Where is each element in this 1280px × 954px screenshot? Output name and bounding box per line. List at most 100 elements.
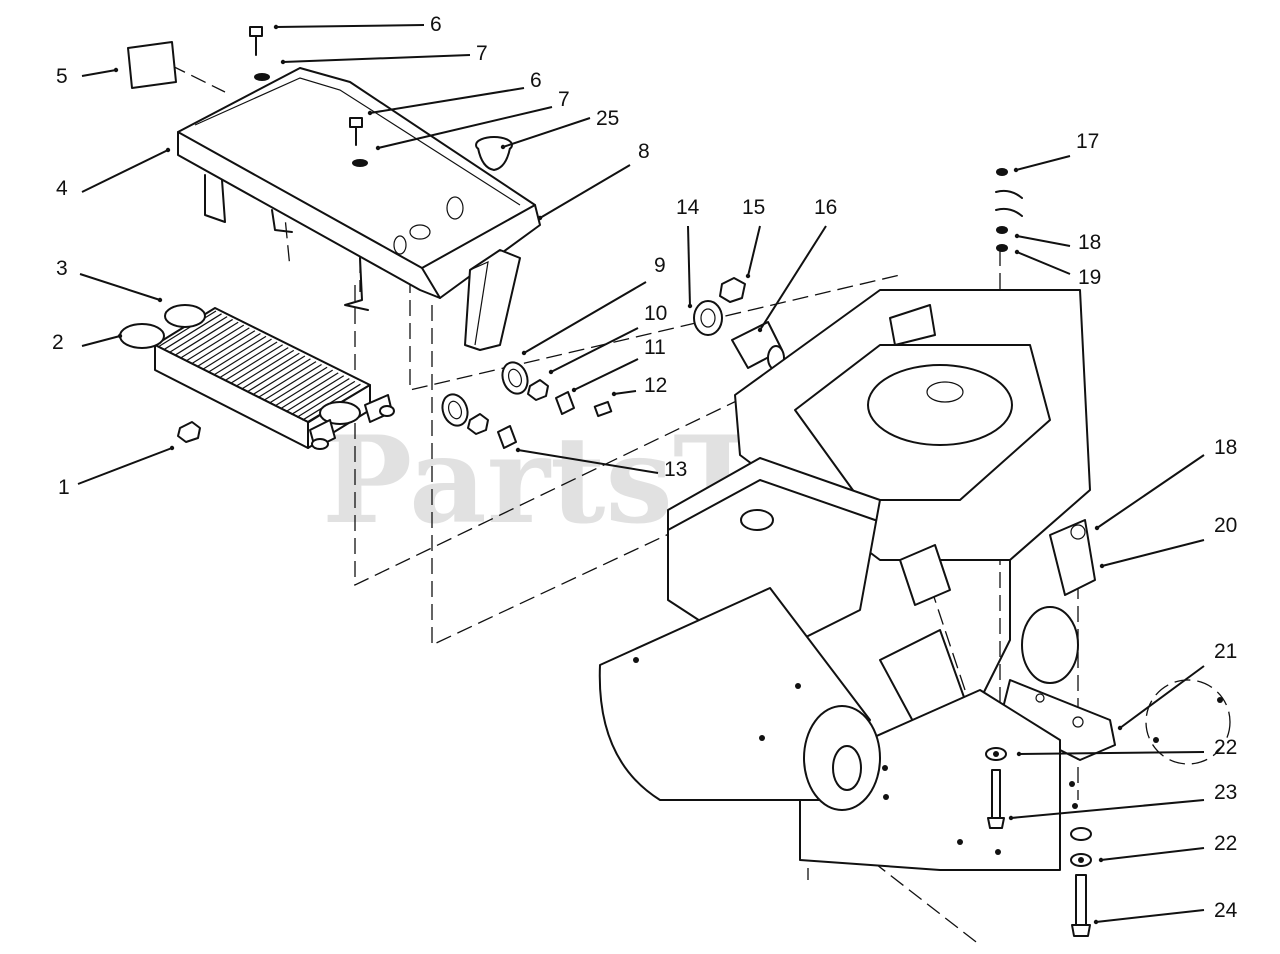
callout-leader bbox=[1010, 799, 1205, 819]
callout-leader bbox=[687, 225, 691, 307]
callout-number: 7 bbox=[476, 42, 488, 65]
muffler-part bbox=[598, 587, 881, 811]
bolts-washers bbox=[249, 26, 368, 167]
callout-number: 19 bbox=[1078, 266, 1101, 289]
callout-dot bbox=[745, 273, 751, 279]
cooler-fin bbox=[263, 363, 322, 401]
oil-cooler-part bbox=[119, 304, 395, 450]
callout-leader bbox=[1016, 251, 1071, 275]
bottom-bolts bbox=[985, 747, 1092, 937]
cooler-fin bbox=[241, 352, 300, 390]
callout-dot bbox=[757, 327, 763, 333]
callout-number: 6 bbox=[430, 13, 442, 36]
cooler-fin bbox=[235, 349, 295, 387]
callout-leader bbox=[1095, 909, 1205, 923]
callout-number: 22 bbox=[1214, 736, 1237, 759]
callout-number: 18 bbox=[1214, 436, 1237, 459]
callout-number: 12 bbox=[644, 374, 667, 397]
pulley-stack bbox=[441, 361, 613, 449]
callout-dot bbox=[687, 303, 693, 309]
callout-leader bbox=[539, 164, 631, 219]
callout-dot bbox=[1014, 233, 1020, 239]
callout-leader bbox=[377, 106, 553, 149]
cooler-shroud-part bbox=[177, 67, 541, 351]
callout-number: 15 bbox=[742, 196, 765, 219]
callout-dot bbox=[521, 350, 527, 356]
callout-dot bbox=[280, 59, 286, 65]
callout-dot bbox=[537, 215, 543, 221]
cooler-fins bbox=[157, 310, 367, 424]
callout-dot bbox=[571, 387, 577, 393]
callout-dot bbox=[165, 147, 171, 153]
callout-leader bbox=[369, 87, 525, 114]
callout-leader bbox=[550, 327, 639, 373]
cooler-fin bbox=[285, 375, 345, 413]
callout-leader bbox=[282, 54, 471, 63]
callout-dot bbox=[611, 391, 617, 397]
callout-number: 22 bbox=[1214, 832, 1237, 855]
cooler-fin bbox=[174, 318, 233, 356]
callout-leader bbox=[1018, 751, 1205, 755]
callout-leader bbox=[747, 225, 761, 277]
callout-leader bbox=[81, 69, 117, 77]
cooler-fin bbox=[202, 333, 261, 371]
cooler-fin bbox=[185, 324, 245, 362]
callout-dot bbox=[375, 145, 381, 151]
callout-dot bbox=[1098, 857, 1104, 863]
callout-dot bbox=[367, 110, 373, 116]
callout-number: 1 bbox=[58, 476, 70, 499]
callout-number: 6 bbox=[530, 69, 542, 92]
callout-leader bbox=[1096, 454, 1205, 529]
callout-number: 18 bbox=[1078, 231, 1101, 254]
callout-leader bbox=[81, 149, 169, 193]
callout-number: 21 bbox=[1214, 640, 1237, 663]
fittings bbox=[693, 277, 785, 371]
cooler-fin bbox=[207, 335, 267, 373]
callout-number: 3 bbox=[56, 257, 68, 280]
knob-part bbox=[475, 136, 513, 171]
callout-dot bbox=[1093, 919, 1099, 925]
callout-number: 13 bbox=[664, 458, 687, 481]
callout-dot bbox=[169, 445, 175, 451]
cooler-fin bbox=[252, 358, 311, 396]
callout-leader bbox=[81, 335, 121, 347]
callout-dot bbox=[548, 369, 554, 375]
callout-number: 10 bbox=[644, 302, 667, 325]
callout-dot bbox=[157, 297, 163, 303]
callout-number: 7 bbox=[558, 88, 570, 111]
callout-dot bbox=[1117, 725, 1123, 731]
cooler-fin bbox=[179, 321, 239, 359]
cooler-fin bbox=[274, 369, 333, 407]
cooler-fin bbox=[163, 313, 222, 351]
callout-dot bbox=[1013, 167, 1019, 173]
callout-dot bbox=[1008, 815, 1014, 821]
callout-leader bbox=[77, 447, 173, 485]
hardware-stack-right bbox=[995, 168, 1023, 252]
callout-dot bbox=[515, 447, 521, 453]
callout-number: 9 bbox=[654, 254, 666, 277]
cooler-fin bbox=[168, 316, 228, 354]
cooler-fin bbox=[196, 330, 256, 368]
callout-leader bbox=[502, 117, 591, 148]
callout-leader bbox=[1016, 235, 1071, 247]
cooler-fin bbox=[157, 310, 217, 348]
cooler-fin bbox=[213, 338, 272, 376]
callout-leader bbox=[79, 273, 161, 301]
callout-number: 11 bbox=[644, 336, 666, 359]
cooler-fin bbox=[291, 378, 350, 416]
callout-number: 24 bbox=[1214, 899, 1238, 922]
callout-dot bbox=[1099, 563, 1105, 569]
callout-number: 5 bbox=[56, 65, 68, 88]
base-holes bbox=[882, 697, 1223, 855]
callout-number: 17 bbox=[1076, 130, 1099, 153]
callout-number: 14 bbox=[676, 196, 700, 219]
cooler-fin bbox=[246, 355, 306, 393]
callout-leader bbox=[1100, 847, 1205, 861]
cooler-fin bbox=[257, 361, 317, 399]
decal-part bbox=[127, 41, 177, 89]
cooler-fin bbox=[268, 366, 328, 404]
cooler-fin bbox=[296, 380, 356, 418]
callout-number: 16 bbox=[814, 196, 837, 219]
